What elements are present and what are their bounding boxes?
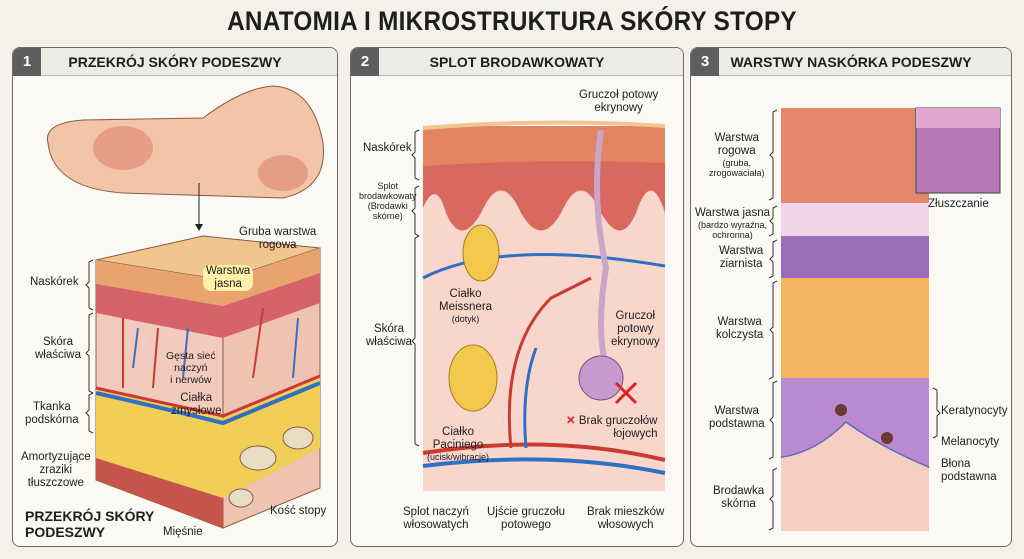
panel-number: 1 xyxy=(13,48,41,76)
panel-title: WARSTWY NASKÓRKA PODESZWY xyxy=(730,54,972,70)
x-mark-icon: ✕ xyxy=(566,415,576,427)
skin-block-illustration xyxy=(46,85,324,529)
panel-header: 2 SPLOT BRODAWKOWATY xyxy=(351,48,683,76)
panel-header: 1 PRZEKRÓJ SKÓRY PODESZWY xyxy=(13,48,337,76)
panel-number: 2 xyxy=(351,48,379,76)
label-foot-bone: Kość stopy xyxy=(270,505,327,517)
panel-title: PRZEKRÓJ SKÓRY PODESZWY xyxy=(68,54,282,70)
papillary-illustration xyxy=(411,120,666,491)
panel-number: 3 xyxy=(691,48,719,76)
label-keratinocytes: Keratynocyty xyxy=(941,405,1008,417)
label-muscles: Mięśnie xyxy=(163,526,203,538)
label-epidermis: Naskórek xyxy=(363,142,412,154)
panel-title: SPLOT BRODAWKOWATY xyxy=(429,54,605,70)
epidermis-layers-illustration xyxy=(768,107,1001,531)
label-melanocytes: Melanocyty xyxy=(941,436,1000,448)
page-title: ANATOMIA I MIKROSTRUKTURA SKÓRY STOPY xyxy=(227,6,797,36)
label-stratum-lucidum: Warstwa jasna(bardzo wyraźna,ochronna) xyxy=(695,207,770,240)
label-epidermis: Naskórek xyxy=(30,276,79,288)
label-desquamation: Złuszczanie xyxy=(928,198,989,210)
panel-header: 3 WARSTWY NASKÓRKA PODESZWY xyxy=(691,48,1011,76)
